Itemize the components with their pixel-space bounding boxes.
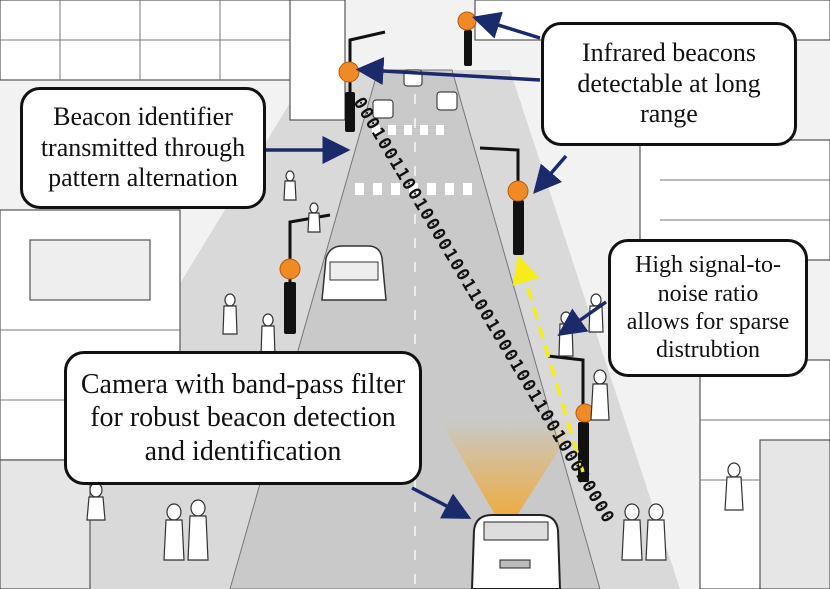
car-icon xyxy=(470,514,562,589)
infrared-beacons-text: Infrared beacons detectable at long rang… xyxy=(577,37,761,129)
signal-path-arrow xyxy=(512,254,585,473)
callout-arrows xyxy=(266,11,608,519)
beacon-identifier-callout: Beacon identifier transmitted through pa… xyxy=(20,87,266,209)
camera-filter-callout: Camera with band-pass filter for robust … xyxy=(64,351,422,485)
camera-filter-text: Camera with band-pass filter for robust … xyxy=(80,369,406,467)
car-icon xyxy=(321,245,387,301)
signal-noise-callout: High signal-to- noise ratio allows for s… xyxy=(608,239,808,377)
beacon-identifier-text: Beacon identifier transmitted through pa… xyxy=(40,101,246,193)
beacon-light-icon xyxy=(279,11,595,423)
infrared-beacons-callout: Infrared beacons detectable at long rang… xyxy=(541,22,797,146)
crosswalk xyxy=(355,125,472,195)
signal-noise-text: High signal-to- noise ratio allows for s… xyxy=(626,252,790,364)
pedestrian-icon xyxy=(86,170,744,561)
camera-field-of-view xyxy=(440,420,578,520)
